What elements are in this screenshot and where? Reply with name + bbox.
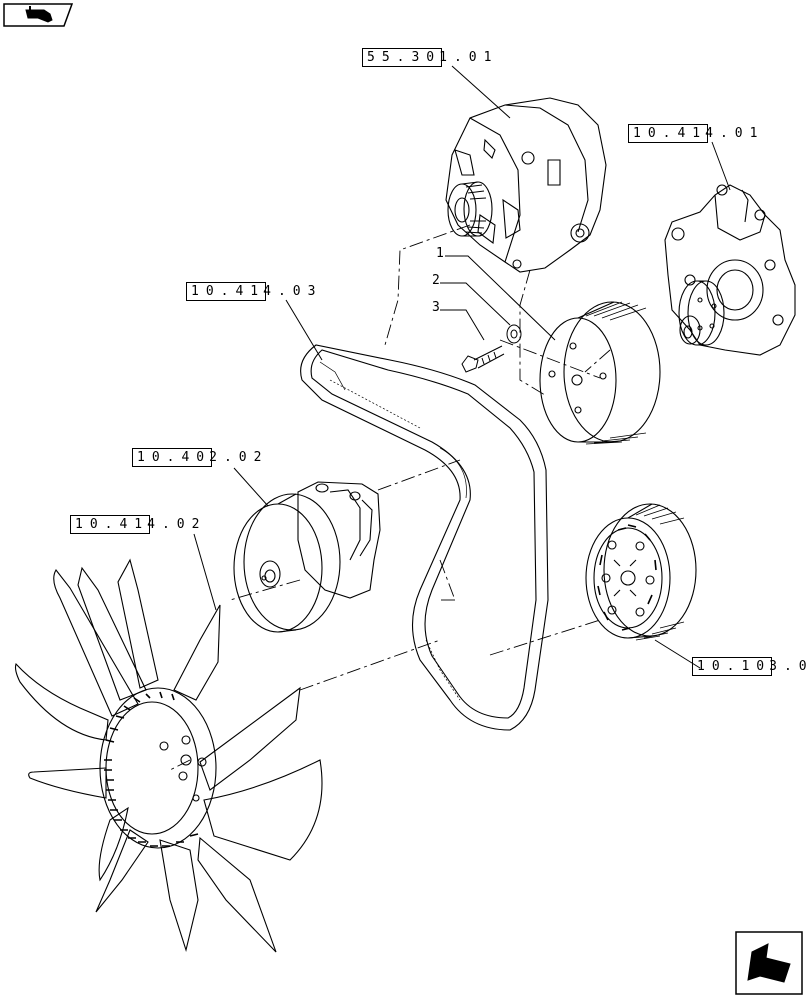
ref-tensioner-boxed: 10.40 <box>132 448 213 467</box>
ref-alternator-boxed: 55.30 <box>362 48 443 67</box>
water-pump <box>664 184 796 356</box>
belt-tensioner <box>233 481 381 633</box>
ref-water-pump[interactable]: 10.414.01 <box>628 124 765 143</box>
ref-water-pump-boxed: 10.41 <box>628 124 709 143</box>
previous-page-icon[interactable] <box>3 3 74 27</box>
leader-lines <box>193 65 731 669</box>
callout-pulley: 1 <box>436 246 444 261</box>
water-pump-pulley <box>539 301 661 445</box>
ref-belt[interactable]: 10.414.03 <box>186 282 323 301</box>
drive-belt <box>300 344 549 731</box>
ref-fan[interactable]: 10.414.02 <box>70 515 207 534</box>
ref-crank-pulley-boxed: 10.10 <box>692 657 773 676</box>
alternator <box>445 97 607 273</box>
next-page-icon[interactable] <box>735 931 803 995</box>
ref-crank-pulley[interactable]: 10.103.0 <box>692 657 812 676</box>
ref-alternator-rest: 1.01 <box>439 50 499 65</box>
callout-washer: 2 <box>432 273 440 288</box>
ref-tensioner-rest: 2.02 <box>209 450 269 465</box>
cooling-fan <box>14 558 323 953</box>
ref-belt-boxed: 10.41 <box>186 282 267 301</box>
bolt <box>461 345 505 373</box>
center-lines <box>169 224 611 771</box>
ref-belt-rest: 4.03 <box>263 284 323 299</box>
crankshaft-pulley <box>585 503 697 641</box>
ref-crank-pulley-rest: 3.0 <box>769 659 812 674</box>
callout-bolt: 3 <box>432 300 440 315</box>
ref-water-pump-rest: 4.01 <box>705 126 765 141</box>
washer <box>506 324 522 344</box>
ref-alternator[interactable]: 55.301.01 <box>362 48 499 67</box>
ref-tensioner[interactable]: 10.402.02 <box>132 448 269 467</box>
ref-fan-boxed: 10.41 <box>70 515 151 534</box>
ref-fan-rest: 4.02 <box>147 517 207 532</box>
